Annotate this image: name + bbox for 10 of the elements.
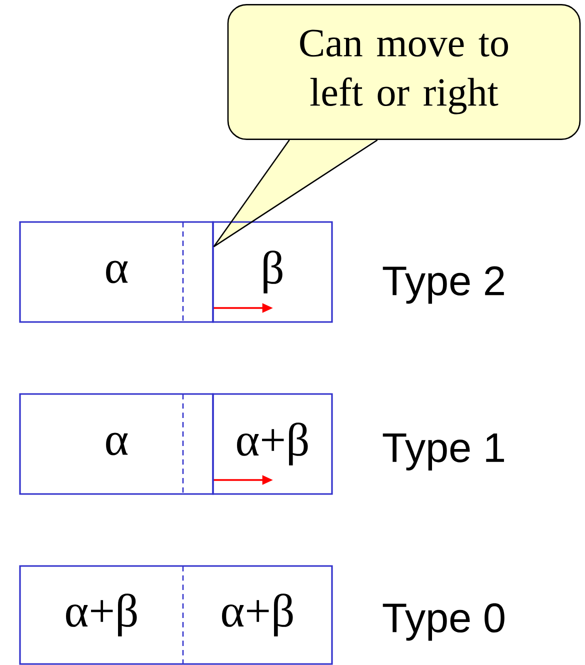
type-label: Type 1 (382, 434, 504, 470)
type-label: Type 0 (382, 603, 504, 641)
type-label: Type 2 (382, 266, 504, 304)
register-cell: α (19, 221, 214, 323)
register-cell: β (212, 221, 333, 323)
register-cell: α+β (19, 565, 183, 665)
register-cell: α+β (212, 393, 333, 495)
callout-box: Can move to left or right (214, 4, 581, 247)
register-cell: α (19, 393, 214, 495)
register-cell: α+β (183, 565, 333, 665)
